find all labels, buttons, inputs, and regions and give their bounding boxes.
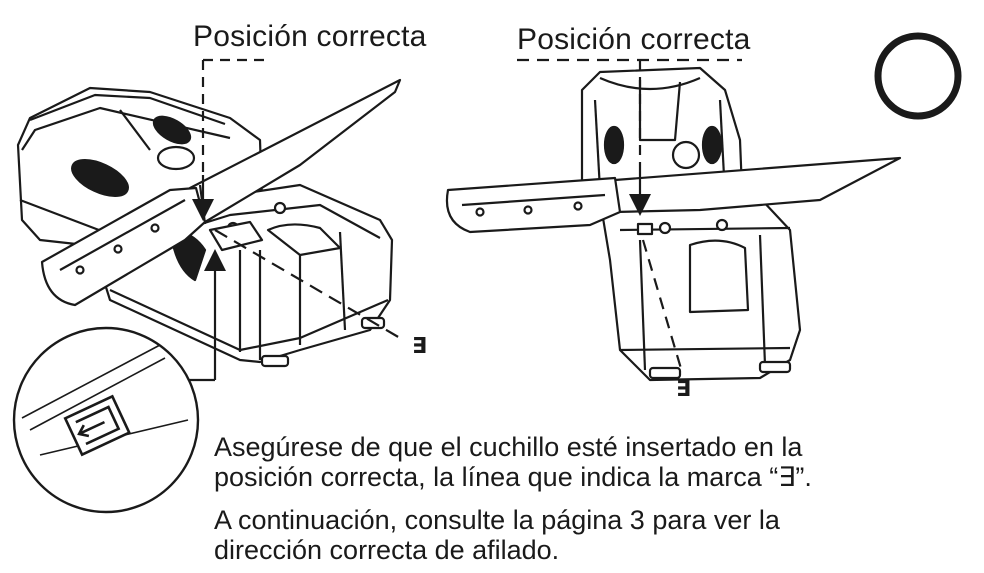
circle-correct-icon — [874, 32, 962, 120]
magnifier-inset — [12, 326, 200, 514]
left-e-mark: ∃ — [412, 333, 428, 358]
e-mark-icon — [63, 394, 131, 457]
instruction-line: posición correcta, la línea que indica l… — [214, 462, 812, 492]
right-position-title: Posición correcta — [517, 23, 751, 56]
right-e-mark: ∃ — [676, 376, 692, 401]
right-sharpener-illustration — [580, 66, 802, 382]
right-knife — [445, 156, 902, 234]
left-position-title: Posición correcta — [193, 20, 427, 53]
instruction-line: Asegúrese de que el cuchillo esté insert… — [214, 432, 803, 462]
instruction-line: dirección correcta de afilado. — [214, 535, 560, 565]
instruction-line: A continuación, consulte la página 3 par… — [214, 505, 780, 535]
right-guide-lines — [517, 58, 742, 373]
instruction-block: Asegúrese de que el cuchillo esté insert… — [214, 432, 812, 565]
